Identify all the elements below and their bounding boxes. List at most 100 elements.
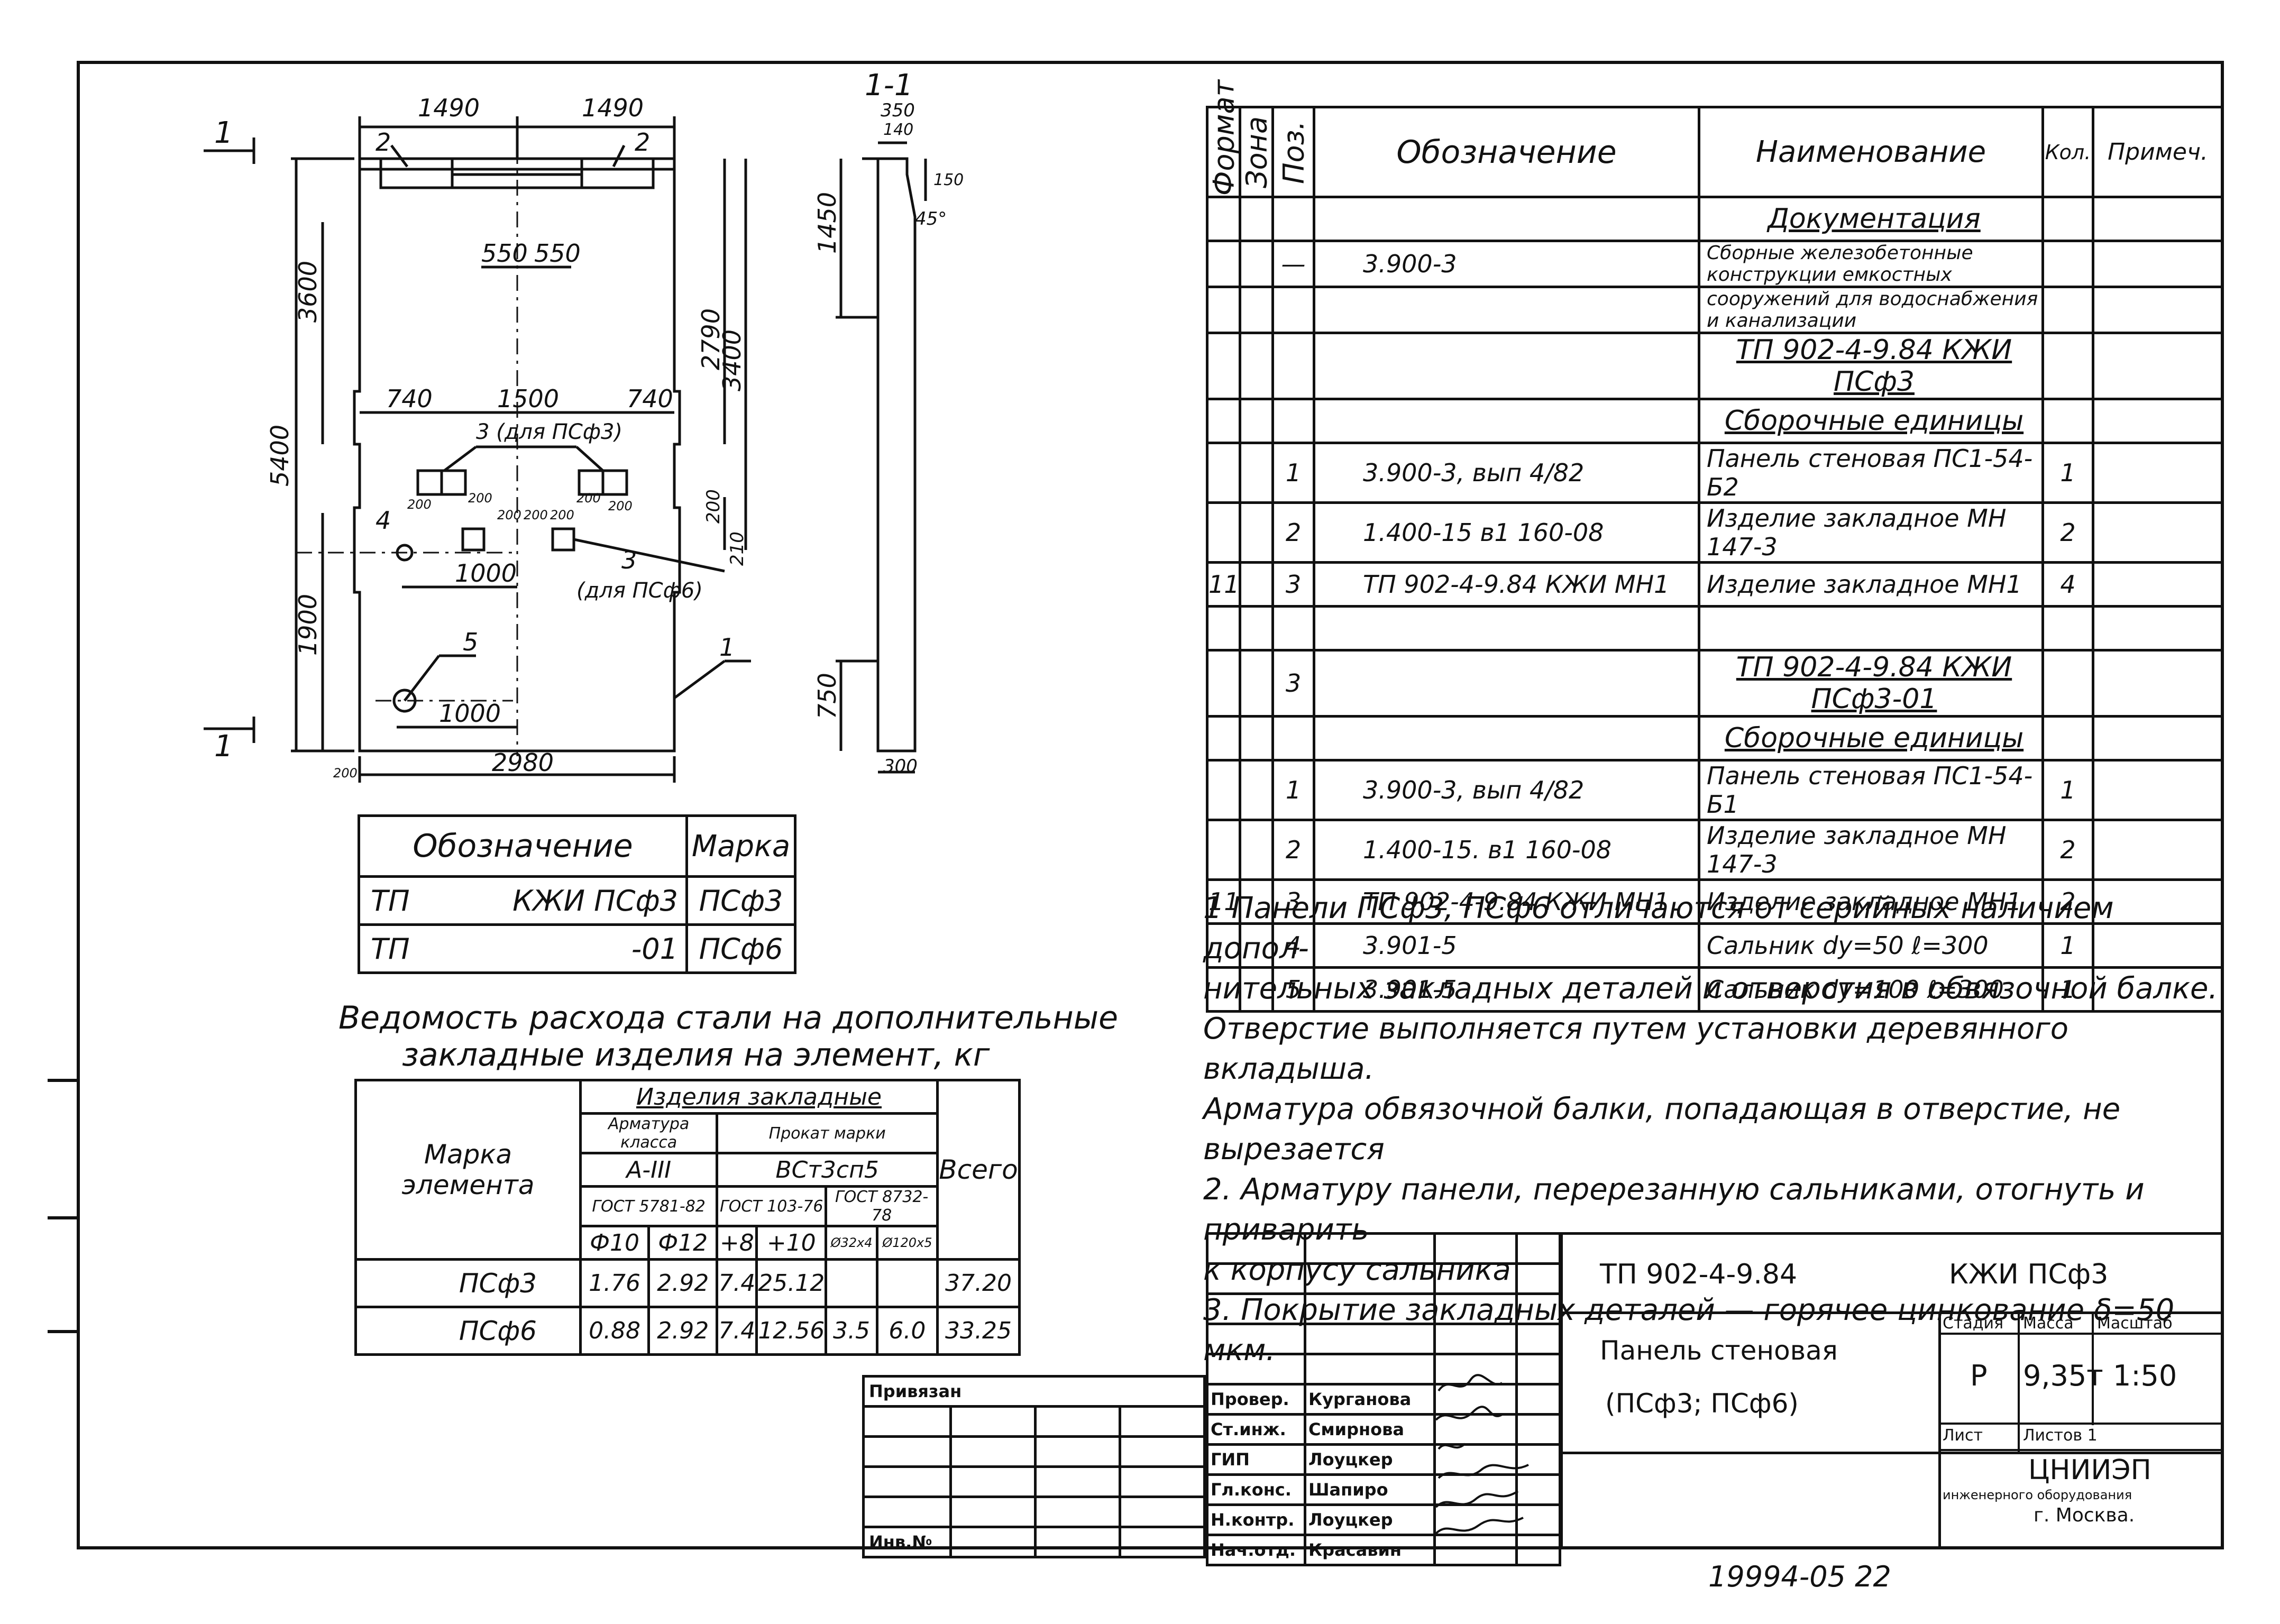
spec-zone <box>1239 819 1274 881</box>
spec-pos <box>1271 715 1315 761</box>
spec-pos <box>1271 332 1315 400</box>
spec-name: Сборочные единицы <box>1698 715 2044 761</box>
spec-qty: 1 <box>2041 442 2094 504</box>
scale-header: Масштаб <box>2097 1314 2173 1333</box>
sec-angle: 45° <box>915 208 947 230</box>
spec-row: ТП 902-4-9.84 КЖИ ПСф3 <box>1206 332 2224 400</box>
sheets-label: Листов 1 <box>2023 1426 2098 1445</box>
steel-sub4: Ø32x4 <box>825 1225 878 1261</box>
org-city: г. Москва. <box>2034 1504 2135 1526</box>
mark-header-designation: Обозначение <box>358 814 688 878</box>
spec-name: Панель стеновая ПС1-54-Б2 <box>1698 442 2044 504</box>
spec-name: Изделие закладное МН1 <box>1698 878 2044 925</box>
spec-format: 11 <box>1206 878 1241 925</box>
spec-note <box>2092 649 2224 718</box>
steel-h-rebar: Арматура класса <box>579 1112 719 1154</box>
spec-format <box>1206 286 1241 334</box>
note-line: 2. Арматуру панели, перерезанную сальник… <box>1203 1172 2145 1247</box>
spec-note <box>2092 286 2224 334</box>
dim-bottom: 2980 <box>492 748 554 777</box>
spec-zone <box>1239 442 1274 504</box>
steel-h-gost2: ГОСТ 103-76 <box>716 1185 828 1227</box>
note-line: Отверстие выполняется путем установки де… <box>1203 1012 2068 1086</box>
inv-label: Инв.№ <box>862 1526 952 1558</box>
spec-qty: 2 <box>2041 878 2094 925</box>
spec-name: Изделие закладное МН1 <box>1698 561 2044 608</box>
dim-200-h: 200 <box>608 499 633 513</box>
dim-1000-a: 1000 <box>455 559 517 588</box>
sec-dim-750: 750 <box>813 673 841 719</box>
spec-note <box>2092 922 2224 969</box>
role-name: Лоуцкер <box>1304 1503 1436 1536</box>
dim-550-right: 550 <box>534 239 581 268</box>
spec-row: 3 ТП 902-4-9.84 КЖИ ПСф3-01 <box>1206 649 2224 718</box>
steel-diam: Ф12 <box>647 1225 719 1261</box>
mark-header-mark: Марка <box>685 814 796 878</box>
steel-cell: 2.92 <box>647 1306 719 1356</box>
spec-pos: 3 <box>1271 878 1315 925</box>
steel-diam: +10 <box>755 1225 828 1261</box>
spec-zone <box>1239 561 1274 608</box>
spec-name: ТП 902-4-9.84 КЖИ ПСф3 <box>1698 332 2044 400</box>
steel-diam: +8 <box>716 1225 758 1261</box>
spec-note <box>2092 196 2224 242</box>
spec-format <box>1206 501 1241 564</box>
sec-dim-1450: 1450 <box>813 192 841 254</box>
role-label: Ст.инж. <box>1206 1413 1306 1446</box>
callout-1: 1 <box>719 633 735 662</box>
spec-designation <box>1313 286 1700 334</box>
steel-cell: 0.88 <box>579 1306 651 1356</box>
spec-h-name: Наименование <box>1698 106 2044 198</box>
mark-row-b: КЖИ ПСф3 <box>433 875 688 926</box>
sec-dim-140: 140 <box>883 121 913 139</box>
callout-3: 3 <box>621 546 637 574</box>
role-name: Смирнова <box>1304 1413 1436 1446</box>
spec-name: ТП 902-4-9.84 КЖИ ПСф3-01 <box>1698 649 2044 718</box>
spec-qty: 4 <box>2041 561 2094 608</box>
spec-note <box>2092 715 2224 761</box>
spec-name: Панель стеновая ПС1-54-Б1 <box>1698 759 2044 821</box>
role-label: Гл.конс. <box>1206 1473 1306 1506</box>
mass-header: Масса <box>2023 1314 2074 1333</box>
spec-designation: 1.400-15. в1 160-08 <box>1313 819 1700 881</box>
spec-name: Сборные железобетонные конструкции емкос… <box>1698 240 2044 288</box>
steel-h-gost3: ГОСТ 8732-78 <box>825 1185 939 1227</box>
spec-designation: ТП 902-4-9.84 КЖИ МН1 <box>1313 561 1700 608</box>
spec-designation: 3.900-3, вып 4/82 <box>1313 759 1700 821</box>
org-subtitle: инженерного оборудования <box>1943 1488 2132 1502</box>
spec-note <box>2092 501 2224 564</box>
spec-format <box>1206 649 1241 718</box>
spec-pos: 3 <box>1271 649 1315 718</box>
steel-h-items: Изделия закладные <box>579 1079 939 1115</box>
section-label: 1-1 <box>865 68 913 103</box>
spec-name: Сальник dу=100 ℓ=300 <box>1698 966 2044 1013</box>
spec-zone <box>1239 196 1274 242</box>
dim-top-right: 1490 <box>582 94 644 122</box>
role-label: Провер. <box>1206 1383 1306 1416</box>
spec-row: сооружений для водоснабжения и канализац… <box>1206 286 2224 334</box>
dim-550-left: 550 <box>481 239 528 268</box>
margin-tick <box>48 1216 77 1219</box>
steel-cell <box>825 1258 878 1308</box>
dim-2790: 2790 <box>697 308 725 370</box>
mark-row-mark: ПСф3 <box>685 875 796 926</box>
spec-designation: 3.901-5 <box>1313 922 1700 969</box>
spec-h-qty: Кол. <box>2041 106 2094 198</box>
spec-name: Сальник dу=50 ℓ=300 <box>1698 922 2044 969</box>
callout-3-psf3: 3 (для ПСф3) <box>476 420 622 444</box>
mass-value: 9,35т <box>2023 1359 2103 1392</box>
callout-5: 5 <box>463 628 478 656</box>
mark-row-b: -01 <box>433 923 688 974</box>
spec-pos <box>1271 605 1315 652</box>
spec-note <box>2092 332 2224 400</box>
spec-name: Изделие закладное МН 147-3 <box>1698 819 2044 881</box>
steel-sub5: Ø120x5 <box>875 1225 939 1261</box>
spec-pos: 2 <box>1271 819 1315 881</box>
spec-note <box>2092 240 2224 288</box>
spec-designation <box>1313 398 1700 444</box>
dim-200-d: 200 <box>497 508 521 522</box>
spec-designation <box>1313 332 1700 400</box>
spec-pos: 3 <box>1271 561 1315 608</box>
spec-name: Сборочные единицы <box>1698 398 2044 444</box>
